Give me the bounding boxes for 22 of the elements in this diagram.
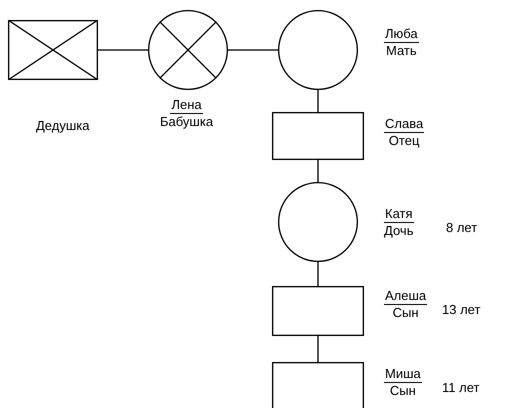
connector-line [98,49,148,51]
name-label: Миша [384,366,422,384]
connector-line [317,262,319,286]
age-label: 13 лет [442,301,480,319]
name-label: Катя [384,206,414,224]
role-label: Отец [388,133,420,150]
role-label: Мать [386,43,417,60]
role-label: Сын [392,305,419,322]
connector-line [317,160,319,182]
name-label: Люба [384,26,419,44]
connector-line [317,336,319,362]
age-label: 11 лет [442,379,480,397]
age-label: 8 лет [446,219,478,237]
role-label: Сын [390,383,416,400]
role-label: Бабушка [160,114,214,130]
name-label: Лена [170,97,203,114]
name-label: Слава [384,116,424,134]
connector-line [317,90,319,112]
name-label: Дедушка [36,118,90,134]
connector-line [228,49,278,51]
name-label: Алеша [384,288,428,306]
role-label: Дочь [384,223,414,240]
